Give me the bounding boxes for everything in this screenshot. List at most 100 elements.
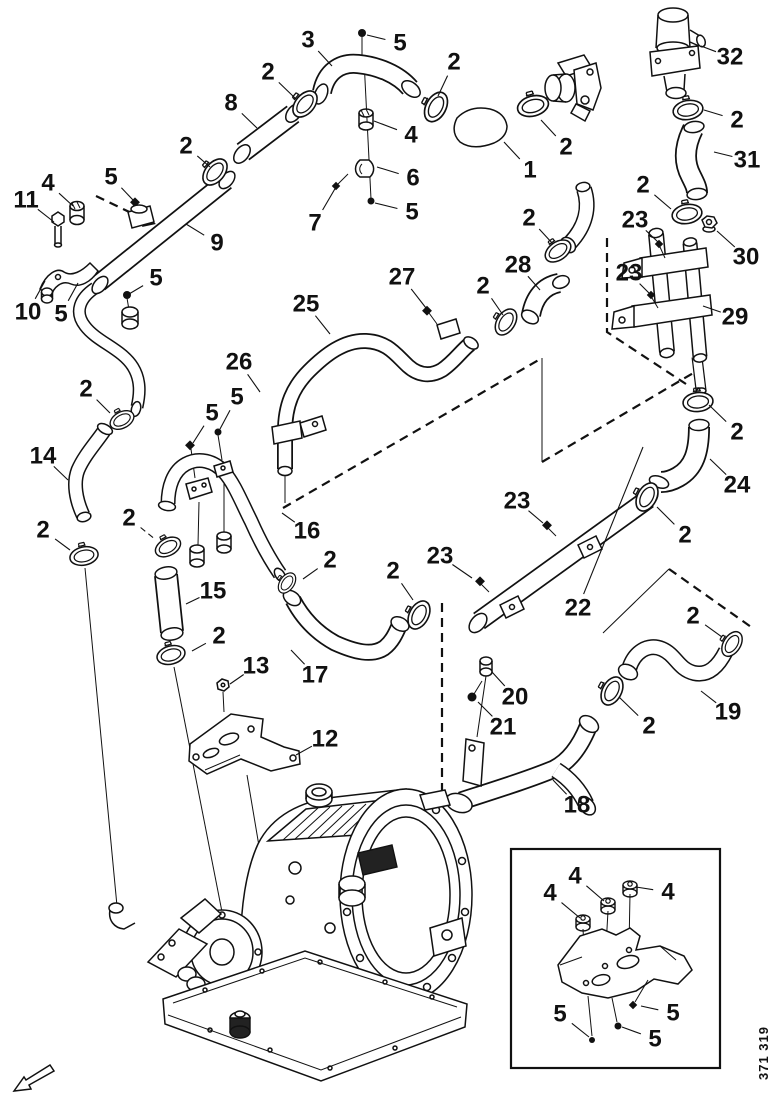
callout-label: 2 xyxy=(386,558,399,585)
p-clamp-27 xyxy=(422,305,461,340)
callout-2-28: 2 xyxy=(476,273,504,316)
pin-7 xyxy=(331,173,349,191)
callout-25-31: 25 xyxy=(293,291,331,335)
nut-30 xyxy=(701,215,718,233)
callout-label: 4 xyxy=(661,879,675,906)
callout-2-50: 2 xyxy=(656,506,692,549)
callout-2-16: 2 xyxy=(437,49,461,97)
callout-label: 29 xyxy=(722,304,749,331)
callout-23-47: 23 xyxy=(427,543,473,579)
callout-label: 17 xyxy=(302,662,329,689)
callout-2-52: 2 xyxy=(708,404,744,446)
callout-label: 24 xyxy=(724,472,751,499)
callout-label: 6 xyxy=(406,165,419,192)
nut-4b xyxy=(69,200,85,226)
callout-label: 4 xyxy=(568,863,582,890)
callout-2-22: 2 xyxy=(636,172,672,210)
callout-5-62: 5 xyxy=(553,1001,590,1038)
callout-16-39: 16 xyxy=(281,512,321,545)
callout-10-14: 10 xyxy=(15,280,46,326)
callout-label: 19 xyxy=(715,699,742,726)
small-hardware xyxy=(39,7,718,930)
callout-label: 4 xyxy=(404,122,418,149)
callout-label: 4 xyxy=(543,880,557,907)
callout-8-3: 8 xyxy=(224,90,258,129)
inset-bracket xyxy=(557,927,693,999)
callout-2-35: 2 xyxy=(79,376,111,414)
callout-label: 16 xyxy=(294,518,321,545)
callout-label: 2 xyxy=(522,205,535,232)
callout-label: 1 xyxy=(523,157,536,184)
callout-label: 23 xyxy=(504,488,531,515)
callout-label: 2 xyxy=(212,623,225,650)
callout-23-48: 23 xyxy=(504,488,544,524)
callout-label: 2 xyxy=(36,517,49,544)
callout-5-63: 5 xyxy=(640,1000,680,1027)
callout-label: 12 xyxy=(312,726,339,753)
callout-12-44: 12 xyxy=(295,726,339,756)
callout-21-54: 21 xyxy=(477,701,516,741)
callout-22-49: 22 xyxy=(565,446,644,622)
callout-11-7: 11 xyxy=(13,187,55,223)
callout-1-17: 1 xyxy=(503,141,537,184)
callout-2-57: 2 xyxy=(686,603,723,638)
callout-23-23: 23 xyxy=(622,207,660,244)
callout-label: 2 xyxy=(678,522,691,549)
callout-17-45: 17 xyxy=(290,649,329,689)
pump-fitting xyxy=(544,54,602,123)
callout-label: 27 xyxy=(389,264,416,291)
callout-5-9: 5 xyxy=(128,265,163,295)
callout-label: 32 xyxy=(717,44,744,71)
callout-label: 2 xyxy=(636,172,649,199)
bolt-11 xyxy=(51,211,65,248)
callout-label: 5 xyxy=(104,164,117,191)
callout-2-37: 2 xyxy=(36,517,71,551)
callout-label: 5 xyxy=(205,400,218,427)
callout-label: 5 xyxy=(405,199,418,226)
callout-label: 18 xyxy=(564,792,591,819)
callout-4-59: 4 xyxy=(568,863,605,902)
callout-28-29: 28 xyxy=(505,252,541,291)
callout-2-38: 2 xyxy=(122,505,157,541)
callout-4-6: 4 xyxy=(41,170,74,207)
callout-label: 2 xyxy=(447,49,460,76)
callout-label: 2 xyxy=(730,107,743,134)
bolt-13 xyxy=(216,678,230,692)
callout-4-60: 4 xyxy=(543,880,581,919)
callout-18-58: 18 xyxy=(552,779,591,819)
pipe29-brackets xyxy=(611,239,713,330)
callout-label: 5 xyxy=(666,1000,679,1027)
callout-5-33: 5 xyxy=(219,384,244,430)
callout-label: 13 xyxy=(243,653,270,680)
callout-label: 8 xyxy=(224,90,237,117)
callout-4-61: 4 xyxy=(635,879,675,906)
callout-2-55: 2 xyxy=(618,696,656,740)
callout-label: 2 xyxy=(261,59,274,86)
callout-label: 2 xyxy=(642,713,655,740)
callout-2-2: 2 xyxy=(261,59,297,100)
thermostat-housing-32 xyxy=(649,7,707,100)
bolt-21 xyxy=(467,680,483,702)
callout-label: 23 xyxy=(427,543,454,570)
callout-label: 10 xyxy=(15,299,42,326)
callout-30-24: 30 xyxy=(716,230,759,271)
callout-label: 5 xyxy=(393,30,406,57)
callout-label: 15 xyxy=(200,578,227,605)
callout-label: 31 xyxy=(734,147,761,174)
callout-24-51: 24 xyxy=(709,458,751,499)
callout-2-40: 2 xyxy=(302,547,337,580)
callout-label: 26 xyxy=(226,349,253,376)
tube-end-rings xyxy=(76,80,710,816)
callout-5-64: 5 xyxy=(621,1026,662,1053)
callout-29-26: 29 xyxy=(702,304,749,331)
callout-label: 20 xyxy=(502,684,529,711)
callout-label: 2 xyxy=(179,133,192,160)
view-direction-arrow-icon xyxy=(12,1063,56,1092)
callout-2-30: 2 xyxy=(522,205,554,245)
callout-label: 2 xyxy=(559,134,572,161)
clamp-band-25 xyxy=(271,415,327,445)
callout-label: 5 xyxy=(54,301,67,328)
callout-5-34: 5 xyxy=(192,400,219,444)
